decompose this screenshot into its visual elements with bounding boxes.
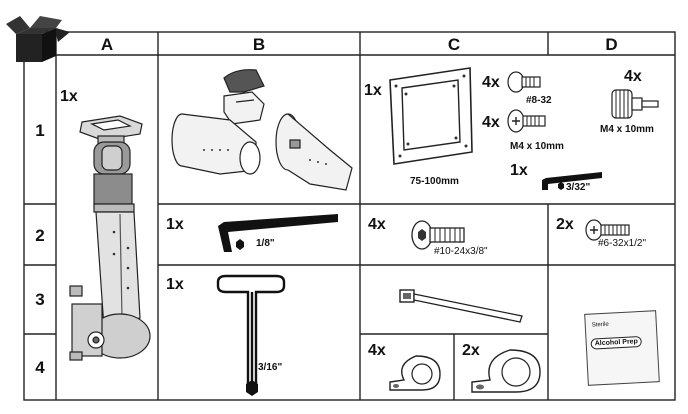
open-box-icon xyxy=(6,16,70,62)
screw-1024-quantity: 4x xyxy=(368,216,386,233)
large-clip-quantity: 2x xyxy=(462,342,480,359)
thumb-screw-size: M4 x 10mm xyxy=(600,124,654,135)
t-handle-hex-key-size: 3/16" xyxy=(258,362,283,373)
column-header-c: C xyxy=(447,35,461,54)
small-clip-quantity: 4x xyxy=(368,342,386,359)
screw-m4-size: M4 x 10mm xyxy=(510,141,564,152)
hex-key-18-size: 1/8" xyxy=(256,238,275,249)
row-header-4: 4 xyxy=(35,358,45,377)
thumb-screw-icon xyxy=(611,89,659,119)
cable-clip-large-icon xyxy=(471,349,541,393)
clamp-and-cable-cover-parts-icon xyxy=(171,69,353,191)
alcohol-prep-brand: Sterile xyxy=(591,321,609,329)
screw-832-quantity: 4x xyxy=(482,74,500,91)
alcohol-prep-title: Alcohol Prep xyxy=(590,335,643,350)
row-header-2: 2 xyxy=(35,226,45,245)
column-header-d: D xyxy=(605,35,618,54)
arm-quantity: 1x xyxy=(60,88,78,105)
hex-key-18-icon xyxy=(218,214,338,252)
t-handle-hex-key-icon xyxy=(216,274,286,396)
phillips-screw-632-icon xyxy=(585,219,630,241)
hex-key-18-quantity: 1x xyxy=(166,216,184,233)
hex-key-332-size: 3/32" xyxy=(566,182,591,193)
vesa-plate-quantity: 1x xyxy=(364,82,382,99)
button-head-screw-icon xyxy=(507,71,541,93)
column-header-a: A xyxy=(100,35,114,54)
screw-632-size: #6-32x1/2" xyxy=(598,238,647,249)
screw-832-size: #8-32 xyxy=(526,95,552,106)
hex-key-332-icon xyxy=(542,172,602,190)
monitor-arm-assembly-icon xyxy=(69,115,151,361)
screw-1024-size: #10-24x3/8" xyxy=(434,246,488,257)
phillips-screw-icon xyxy=(507,109,546,133)
cable-tie-icon xyxy=(399,289,523,323)
screw-632-quantity: 2x xyxy=(556,216,574,233)
alcohol-prep-pad: Sterile Alcohol Prep xyxy=(584,310,660,386)
screw-m4-quantity: 4x xyxy=(482,114,500,131)
t-handle-hex-key-quantity: 1x xyxy=(166,276,184,293)
row-header-3: 3 xyxy=(35,290,45,309)
hex-socket-screw-icon xyxy=(411,220,465,250)
vesa-adapter-plate-icon xyxy=(389,67,473,165)
vesa-plate-size: 75-100mm xyxy=(410,176,459,187)
row-header-1: 1 xyxy=(35,121,45,140)
hex-key-332-quantity: 1x xyxy=(510,162,528,179)
column-header-b: B xyxy=(252,35,266,54)
cable-clip-small-icon xyxy=(389,355,441,391)
thumb-screw-quantity: 4x xyxy=(624,68,642,85)
